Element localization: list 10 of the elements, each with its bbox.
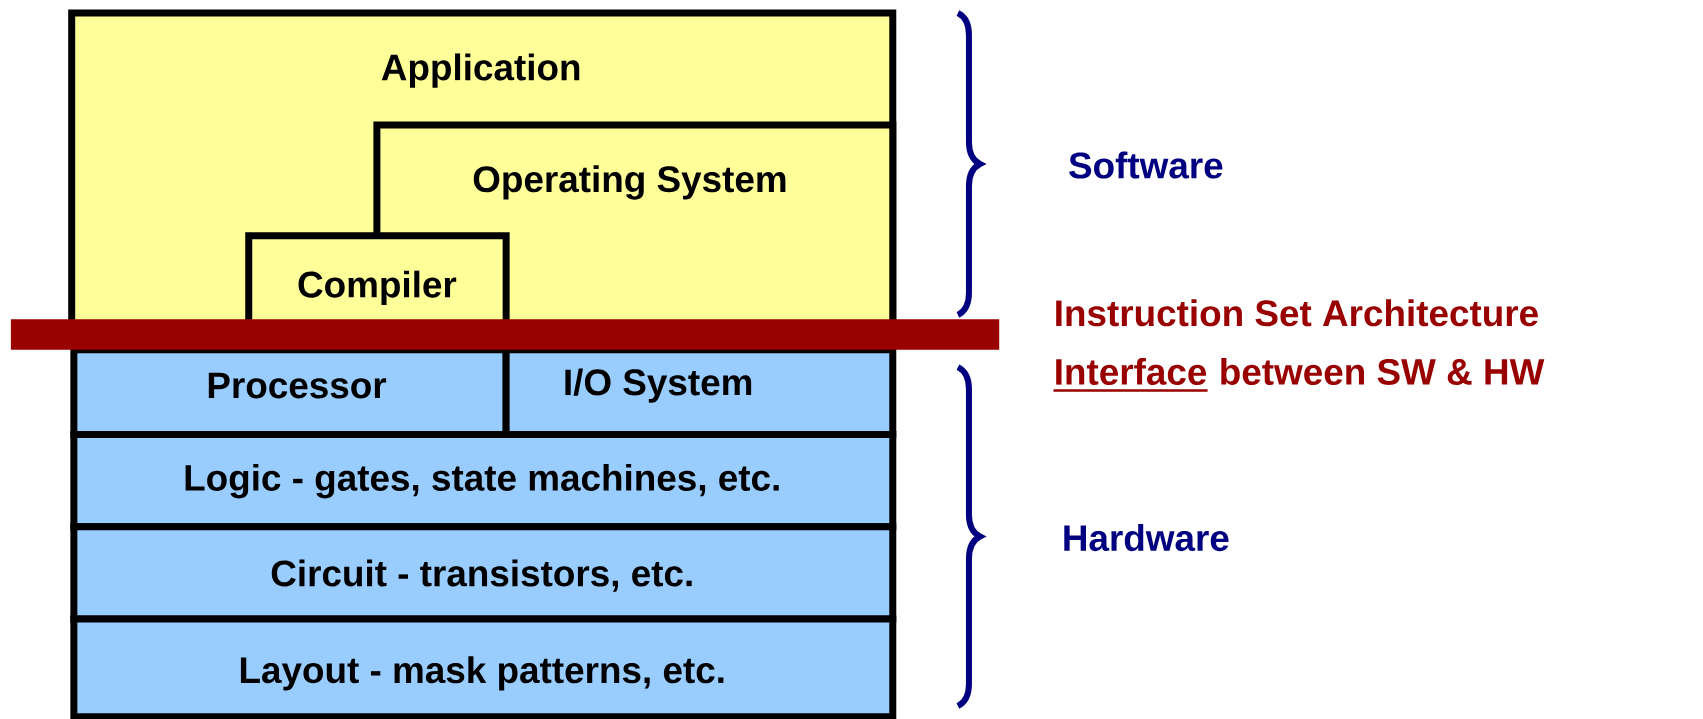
label: Hardware <box>1064 524 1229 552</box>
layer-box: Layout - mask patterns, etc. <box>70 615 897 719</box>
interface-bar <box>10 319 1000 350</box>
label: between SW & HW <box>1221 357 1545 385</box>
layer-box: Compiler <box>245 232 510 330</box>
label: Instruction Set Architecture <box>1056 299 1538 327</box>
label: Software <box>1069 151 1223 179</box>
layer-box: Circuit - transistors, etc. <box>70 523 897 623</box>
underlined-text: Interface <box>1053 357 1208 392</box>
layer-box: I/O System <box>502 346 897 438</box>
